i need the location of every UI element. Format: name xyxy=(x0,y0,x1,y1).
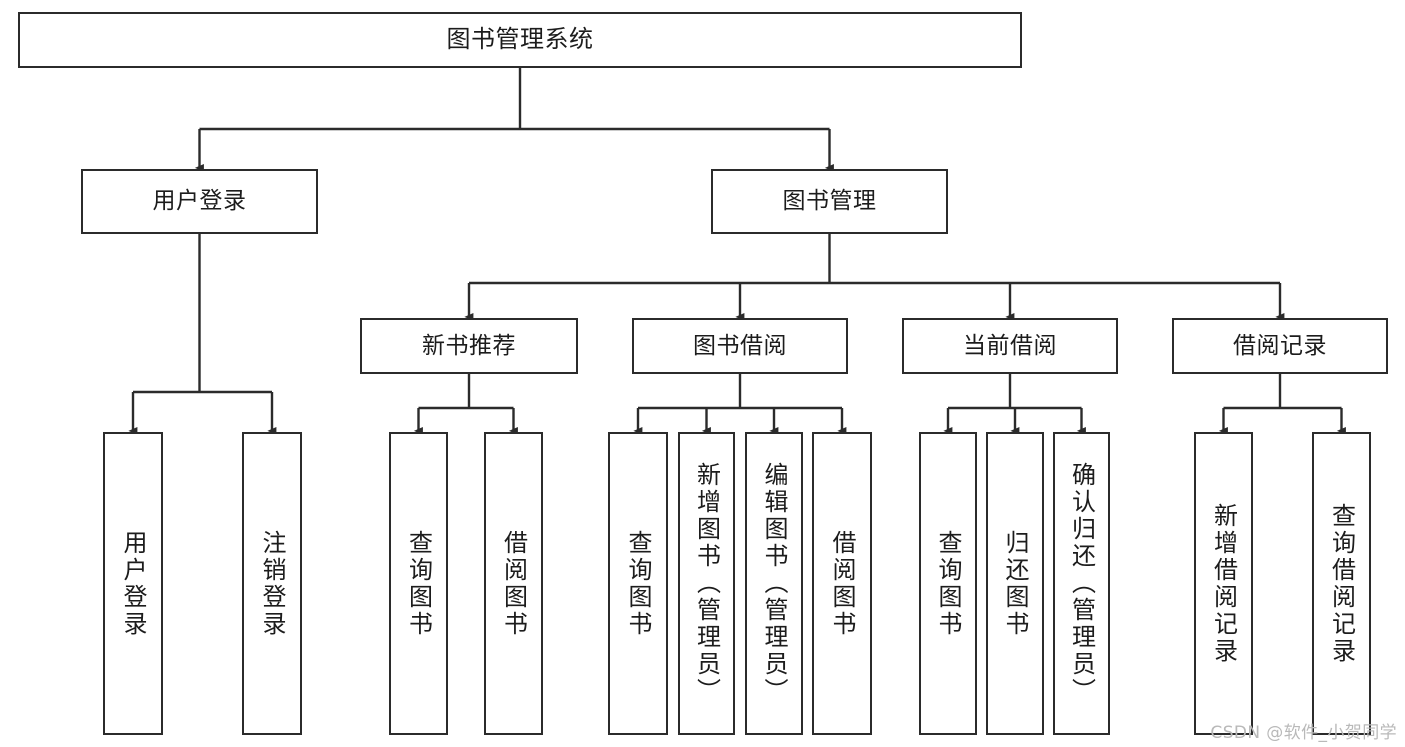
node-label: 查询图书 xyxy=(404,529,433,638)
node-label: 新书推荐 xyxy=(422,332,516,359)
node-label: 确认归还（管理员） xyxy=(1067,462,1096,705)
node-label: 查询图书 xyxy=(934,529,962,638)
node-label: 查询图书 xyxy=(624,529,652,638)
node-leaf-11[interactable]: 确认归还（管理员） xyxy=(1053,432,1110,735)
node-leaf-10[interactable]: 归还图书 xyxy=(986,432,1044,735)
node-current[interactable]: 当前借阅 xyxy=(902,318,1118,374)
node-label: 用户登录 xyxy=(119,529,147,638)
node-leaf-6[interactable]: 新增图书（管理员） xyxy=(678,432,735,735)
node-leaf-2[interactable]: 注销登录 xyxy=(242,432,302,735)
node-leaf-7[interactable]: 编辑图书（管理员） xyxy=(745,432,803,735)
node-label: 归还图书 xyxy=(1001,529,1029,638)
edge-group xyxy=(128,68,1346,435)
node-label: 借阅记录 xyxy=(1233,332,1327,359)
node-label: 借阅图书 xyxy=(499,529,528,638)
node-bookmgmt[interactable]: 图书管理 xyxy=(711,169,948,234)
node-leaf-3[interactable]: 查询图书 xyxy=(389,432,448,735)
node-borrow[interactable]: 图书借阅 xyxy=(632,318,848,374)
node-records[interactable]: 借阅记录 xyxy=(1172,318,1388,374)
node-label: 新增借阅记录 xyxy=(1209,502,1238,665)
node-leaf-4[interactable]: 借阅图书 xyxy=(484,432,543,735)
node-leaf-13[interactable]: 查询借阅记录 xyxy=(1312,432,1371,735)
node-label: 编辑图书（管理员） xyxy=(760,462,788,705)
node-label: 当前借阅 xyxy=(963,332,1057,359)
node-label: 图书管理 xyxy=(782,188,877,215)
node-label: 图书借阅 xyxy=(693,332,787,359)
node-leaf-1[interactable]: 用户登录 xyxy=(103,432,163,735)
node-leaf-9[interactable]: 查询图书 xyxy=(919,432,977,735)
node-leaf-5[interactable]: 查询图书 xyxy=(608,432,668,735)
node-login[interactable]: 用户登录 xyxy=(81,169,318,234)
node-label: 用户登录 xyxy=(152,188,247,215)
node-leaf-12[interactable]: 新增借阅记录 xyxy=(1194,432,1253,735)
node-label: 注销登录 xyxy=(258,529,286,638)
node-newbook[interactable]: 新书推荐 xyxy=(360,318,578,374)
node-label: 新增图书（管理员） xyxy=(692,462,721,705)
node-root[interactable]: 图书管理系统 xyxy=(18,12,1022,68)
node-label: 图书管理系统 xyxy=(446,25,594,54)
node-leaf-8[interactable]: 借阅图书 xyxy=(812,432,872,735)
node-label: 查询借阅记录 xyxy=(1327,502,1356,665)
watermark: CSDN @软件_小贺同学 xyxy=(1210,723,1397,743)
node-label: 借阅图书 xyxy=(828,529,856,638)
